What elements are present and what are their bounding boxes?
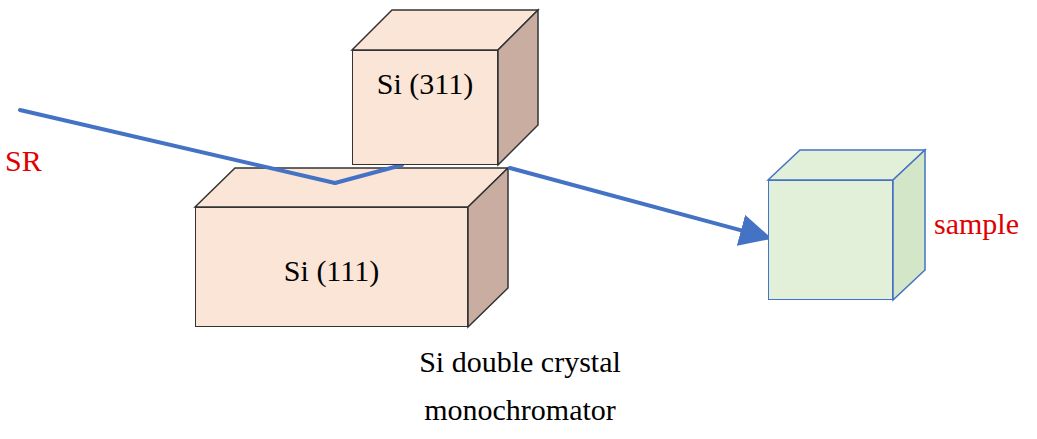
x-ray-beam xyxy=(335,165,402,183)
caption-label: Si double crystal monochromator xyxy=(360,338,680,434)
sample-label: sample xyxy=(934,207,1019,241)
crystal-label: Si (311) xyxy=(377,67,473,101)
sample-cube: sample xyxy=(768,180,893,300)
source-label: SR xyxy=(5,144,42,178)
crystal-box: Si (311) xyxy=(352,50,498,165)
crystal-box: Si (111) xyxy=(195,207,468,327)
crystal-label: Si (111) xyxy=(284,254,379,288)
x-ray-beam xyxy=(510,168,768,238)
